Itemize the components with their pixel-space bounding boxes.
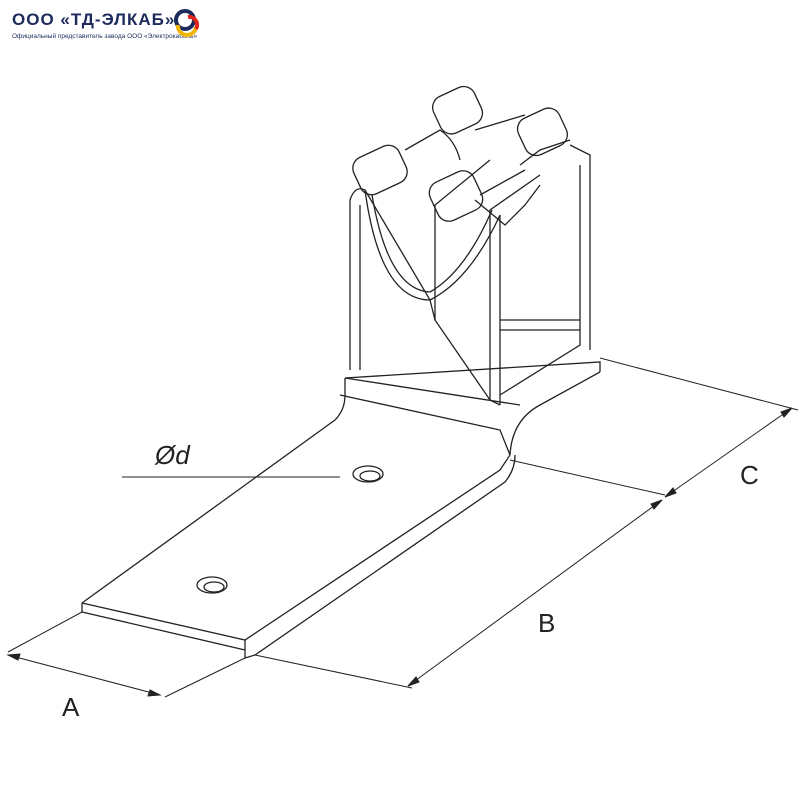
dimension-a-label: A [62, 692, 80, 722]
hole [196, 576, 228, 594]
cable-holder-bracket [349, 85, 591, 406]
dimension-b-line [254, 459, 666, 689]
dimension-b-label: B [538, 608, 556, 638]
dimension-c-line [599, 357, 799, 498]
hole-diameter-label: Ød [155, 440, 190, 470]
company-name: ООО «ТД-ЭЛКАБ» [12, 10, 176, 29]
logo-mark-icon [174, 9, 200, 37]
base-plate [81, 361, 601, 659]
hole [352, 465, 384, 483]
company-subtitle: Официальный представитель завода ООО «Эл… [12, 33, 198, 40]
company-logo: ООО «ТД-ЭЛКАБ» Официальный представитель… [12, 9, 200, 40]
dimension-c-label: C [740, 460, 759, 490]
dimension-a-line [6, 611, 246, 698]
